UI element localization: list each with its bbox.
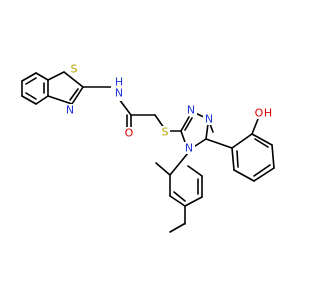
atom-label-s-thioether: S	[160, 126, 170, 139]
svg-text:N: N	[66, 104, 74, 117]
atom-label-nh: H N	[111, 76, 127, 101]
svg-text:H: H	[264, 107, 272, 120]
atom-label-n-thiazole: N	[65, 104, 75, 117]
benzothiazole-ring	[21, 71, 84, 105]
atom-label-n-triazole-top: N	[185, 104, 197, 117]
svg-text:O: O	[125, 127, 134, 140]
svg-text:N: N	[205, 113, 213, 126]
svg-text:N: N	[185, 142, 193, 155]
atom-label-hydroxyl: O H	[253, 107, 275, 120]
atom-label-o-carbonyl: O	[123, 127, 135, 140]
amide-linker	[82, 86, 165, 129]
svg-text:S: S	[71, 63, 78, 76]
atom-label-n-triazole-right: N	[203, 113, 215, 126]
svg-text:O: O	[255, 107, 264, 120]
hydroxyphenyl-ring	[205, 118, 275, 182]
svg-text:N: N	[115, 87, 123, 100]
svg-text:H: H	[115, 76, 123, 89]
molecule-structure: S N H N O S N N N O H	[21, 63, 275, 233]
svg-text:S: S	[162, 126, 169, 139]
svg-text:N: N	[187, 104, 195, 117]
triazole-ring	[166, 111, 214, 149]
atom-label-s-thiazole: S	[69, 63, 79, 76]
dimethylphenyl-ring	[155, 152, 203, 233]
atom-label-n-triazole-bottom: N	[183, 142, 195, 155]
